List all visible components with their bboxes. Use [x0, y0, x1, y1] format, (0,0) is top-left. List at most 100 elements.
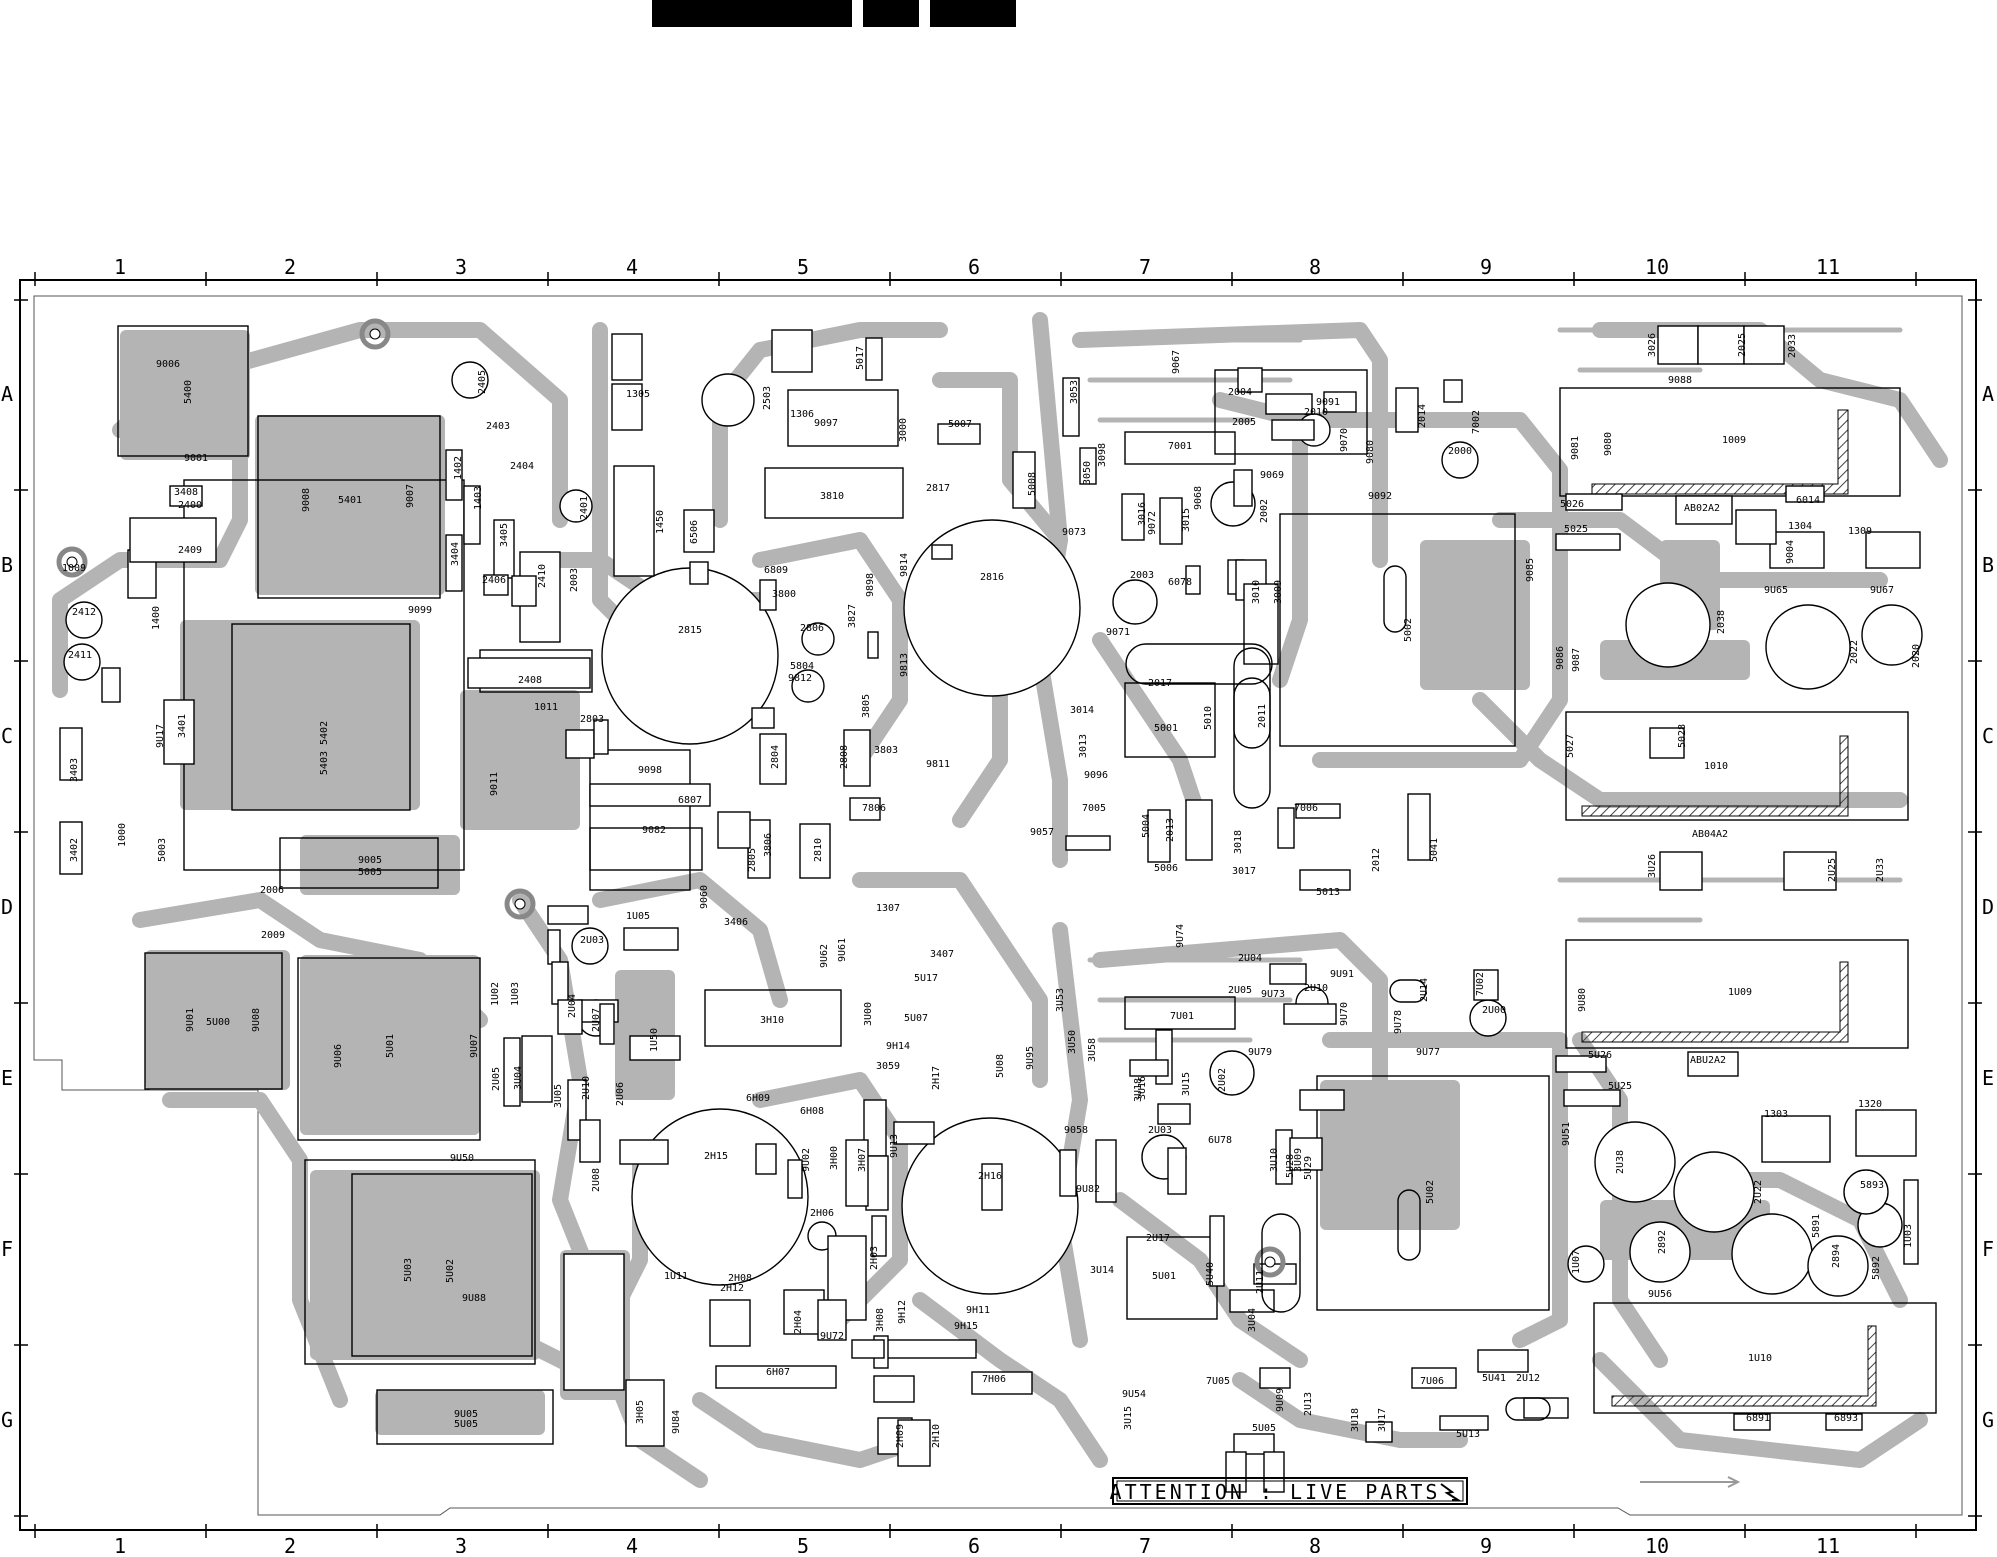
row-label-left: A — [1, 382, 13, 406]
small-component-outline — [845, 1139, 869, 1207]
component-label: 1U11 — [664, 1271, 688, 1282]
choke-outline — [376, 1389, 554, 1445]
mounting-hole — [359, 318, 391, 350]
slotted-pad-outline — [1389, 979, 1427, 1003]
component-label: 2002 — [1259, 499, 1270, 523]
small-component-outline — [1675, 495, 1733, 525]
small-component-outline — [1865, 531, 1921, 569]
small-component-outline — [547, 929, 561, 965]
component-label: 5U13 — [1456, 1429, 1480, 1440]
small-component-outline — [865, 337, 883, 381]
component-label: 9U50 — [450, 1153, 474, 1164]
component-label: 6807 — [678, 795, 702, 806]
small-component-outline — [787, 389, 899, 447]
col-label-top: 6 — [968, 255, 980, 279]
ic-outline — [1124, 431, 1236, 465]
component-label: 2400 — [178, 500, 202, 511]
small-component-outline — [715, 1365, 837, 1389]
small-component-outline — [1167, 1147, 1187, 1195]
component-label: 7001 — [1168, 441, 1192, 452]
component-label: 1320 — [1858, 1099, 1882, 1110]
component-label: 2003 — [1130, 570, 1154, 581]
component-label: 3015 — [1181, 508, 1192, 532]
component-label: 9U06 — [333, 1044, 344, 1068]
component-label: 3010 — [1251, 580, 1262, 604]
board-outer-border — [19, 279, 1977, 1531]
mounting-hole-center — [369, 328, 381, 340]
component-label: 3827 — [847, 604, 858, 628]
component-label: 5027 — [1565, 734, 1576, 758]
component-label: 3408 — [174, 487, 198, 498]
component-label: 2U07 — [591, 1008, 602, 1032]
component-label: 2408 — [518, 675, 542, 686]
small-component-outline — [1062, 377, 1080, 437]
component-label: 3017 — [1232, 866, 1256, 877]
component-label: 6H08 — [800, 1106, 824, 1117]
small-component-outline — [1263, 1451, 1285, 1493]
component-label: 5891 — [1811, 1214, 1822, 1238]
component-label: 2U06 — [615, 1082, 626, 1106]
component-label: 9U62 — [819, 944, 830, 968]
component-label: 7U06 — [1420, 1376, 1444, 1387]
row-label-left: E — [1, 1066, 13, 1090]
small-component-outline — [1121, 493, 1145, 541]
heatsink-hatch — [1581, 735, 1849, 817]
component-label: 1303 — [1764, 1109, 1788, 1120]
slotted-pad-outline — [1261, 1213, 1301, 1313]
slotted-pad-outline — [1505, 1397, 1551, 1421]
small-component-outline — [129, 517, 217, 563]
component-label: 9U65 — [1764, 585, 1788, 596]
col-label-top: 11 — [1816, 255, 1840, 279]
component-label: 3U50 — [1067, 1030, 1078, 1054]
component-label: 5006 — [1154, 863, 1178, 874]
small-component-outline — [629, 1035, 681, 1061]
component-label: 9080 — [1603, 432, 1614, 456]
small-component-outline — [849, 797, 881, 821]
small-component-outline — [1185, 565, 1201, 595]
ic-outline — [1214, 369, 1368, 455]
component-label: 2U05 — [1228, 985, 1252, 996]
column-ruler-bottom: 1 2 3 4 5 6 7 8 9 10 11 — [114, 1534, 1840, 1557]
component-label: 9H12 — [897, 1300, 908, 1324]
component-label: 2013 — [1165, 818, 1176, 842]
component-label: 3009 — [1273, 580, 1284, 604]
small-component-outline — [1299, 1089, 1345, 1111]
header-block-1 — [652, 0, 852, 27]
component-label: 2804 — [770, 745, 781, 769]
component-label: 1400 — [151, 606, 162, 630]
component-label: 3H05 — [635, 1400, 646, 1424]
component-silkscreen-layer — [56, 318, 1937, 1493]
small-component-outline — [1157, 1103, 1191, 1125]
component-label: 2U33 — [1875, 858, 1886, 882]
component-label: 9080 — [1365, 440, 1376, 464]
col-label-top: 2 — [284, 255, 296, 279]
small-component-outline — [1233, 1433, 1275, 1455]
component-label: 1402 — [453, 456, 464, 480]
transformer-core-outline — [351, 1173, 533, 1357]
component-label: 1011 — [534, 702, 558, 713]
component-label: 5U29 — [1303, 1156, 1314, 1180]
component-label: 2011 — [1257, 704, 1268, 728]
component-label: 9U78 — [1393, 1010, 1404, 1034]
component-label: 5004 — [1141, 814, 1152, 838]
ic-outline — [1124, 996, 1236, 1030]
component-label: 1U50 — [649, 1028, 660, 1052]
row-label-left: B — [1, 553, 13, 577]
component-label: 2403 — [486, 421, 510, 432]
component-label: 3803 — [874, 745, 898, 756]
copper-trace — [1472, 692, 1908, 808]
col-label-bottom: 5 — [797, 1534, 809, 1553]
component-label: 9U91 — [1330, 969, 1354, 980]
component-label: 9097 — [814, 418, 838, 429]
component-label: 2017 — [1148, 678, 1172, 689]
component-label: 3404 — [450, 542, 461, 566]
component-label: 6893 — [1834, 1413, 1858, 1424]
component-label: 9U67 — [1870, 585, 1894, 596]
component-label: 2810 — [813, 838, 824, 862]
small-component-outline — [1159, 497, 1183, 545]
small-component-outline — [483, 574, 509, 596]
small-component-outline — [565, 729, 595, 759]
copper-pour — [145, 950, 290, 1090]
component-label: 2014 — [1417, 404, 1428, 428]
